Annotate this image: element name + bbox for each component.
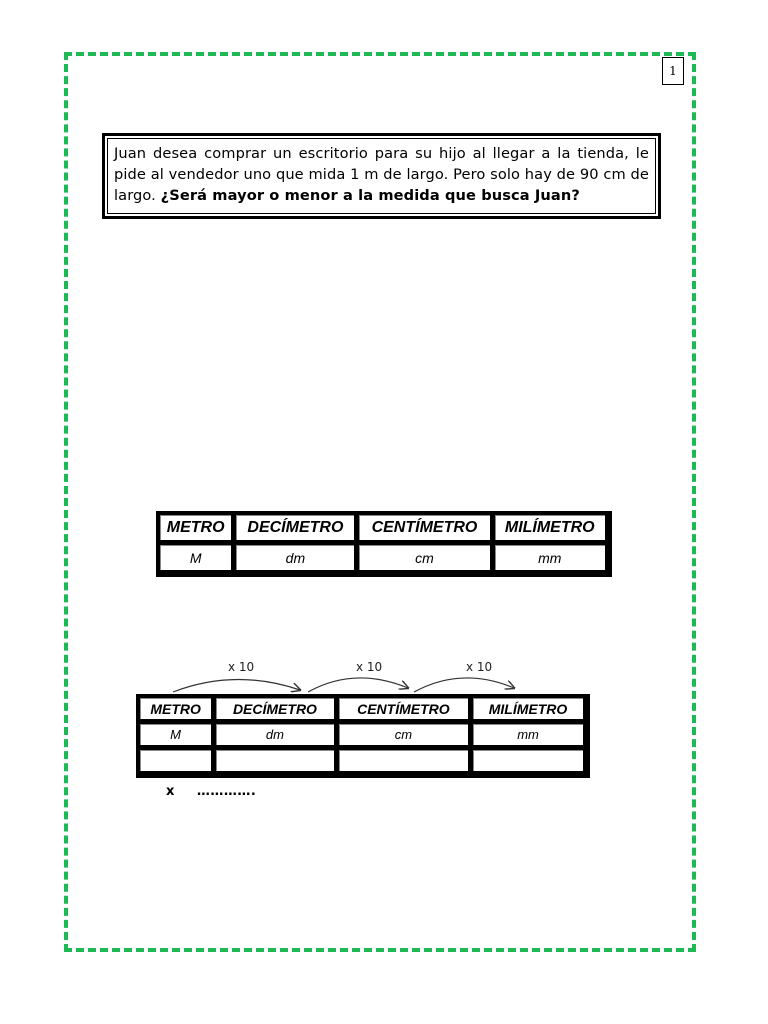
abbr-mm: mm: [473, 724, 586, 748]
multiplier-label-1: x 10: [228, 660, 255, 674]
problem-question: ¿Será mayor o menor a la medida que busc…: [160, 187, 580, 204]
units-abbreviation-row: M dm cm mm: [160, 545, 608, 573]
units-blank-row: [140, 750, 586, 774]
answer-blank[interactable]: ………….: [196, 784, 257, 799]
multiplier-label-2: x 10: [356, 660, 383, 674]
header-decimetro: DECÍMETRO: [216, 698, 337, 722]
header-decimetro: DECÍMETRO: [236, 515, 358, 543]
abbr-cm: cm: [359, 545, 493, 573]
problem-text: Juan desea comprar un escritorio para su…: [114, 145, 649, 204]
header-metro: METRO: [140, 698, 215, 722]
blank-cell[interactable]: [473, 750, 586, 774]
blank-cell[interactable]: [216, 750, 337, 774]
abbr-cm: cm: [338, 724, 472, 748]
multiplier-label-3: x 10: [466, 660, 493, 674]
problem-statement: Juan desea comprar un escritorio para su…: [107, 138, 656, 214]
header-centimetro: CENTÍMETRO: [338, 698, 472, 722]
abbr-dm: dm: [236, 545, 358, 573]
problem-statement-box: Juan desea comprar un escritorio para su…: [102, 133, 661, 219]
units-header-row: METRO DECÍMETRO CENTÍMETRO MILÍMETRO: [160, 515, 608, 543]
multiplication-answer-line: x ………….: [166, 784, 256, 799]
x-label: x: [166, 784, 175, 799]
abbr-mm: mm: [494, 545, 608, 573]
blank-cell[interactable]: [338, 750, 472, 774]
units-table-basic: METRO DECÍMETRO CENTÍMETRO MILÍMETRO M d…: [156, 511, 612, 577]
abbr-m: M: [140, 724, 215, 748]
dashed-page-border: [64, 52, 696, 952]
abbr-dm: dm: [216, 724, 337, 748]
units-header-row: METRO DECÍMETRO CENTÍMETRO MILÍMETRO: [140, 698, 586, 722]
header-centimetro: CENTÍMETRO: [359, 515, 493, 543]
units-table-conversion: METRO DECÍMETRO CENTÍMETRO MILÍMETRO M d…: [136, 694, 590, 778]
header-milimetro: MILÍMETRO: [494, 515, 608, 543]
page-number: 1: [662, 57, 684, 85]
header-metro: METRO: [160, 515, 235, 543]
abbr-m: M: [160, 545, 235, 573]
blank-cell[interactable]: [140, 750, 215, 774]
units-abbreviation-row: M dm cm mm: [140, 724, 586, 748]
header-milimetro: MILÍMETRO: [473, 698, 586, 722]
